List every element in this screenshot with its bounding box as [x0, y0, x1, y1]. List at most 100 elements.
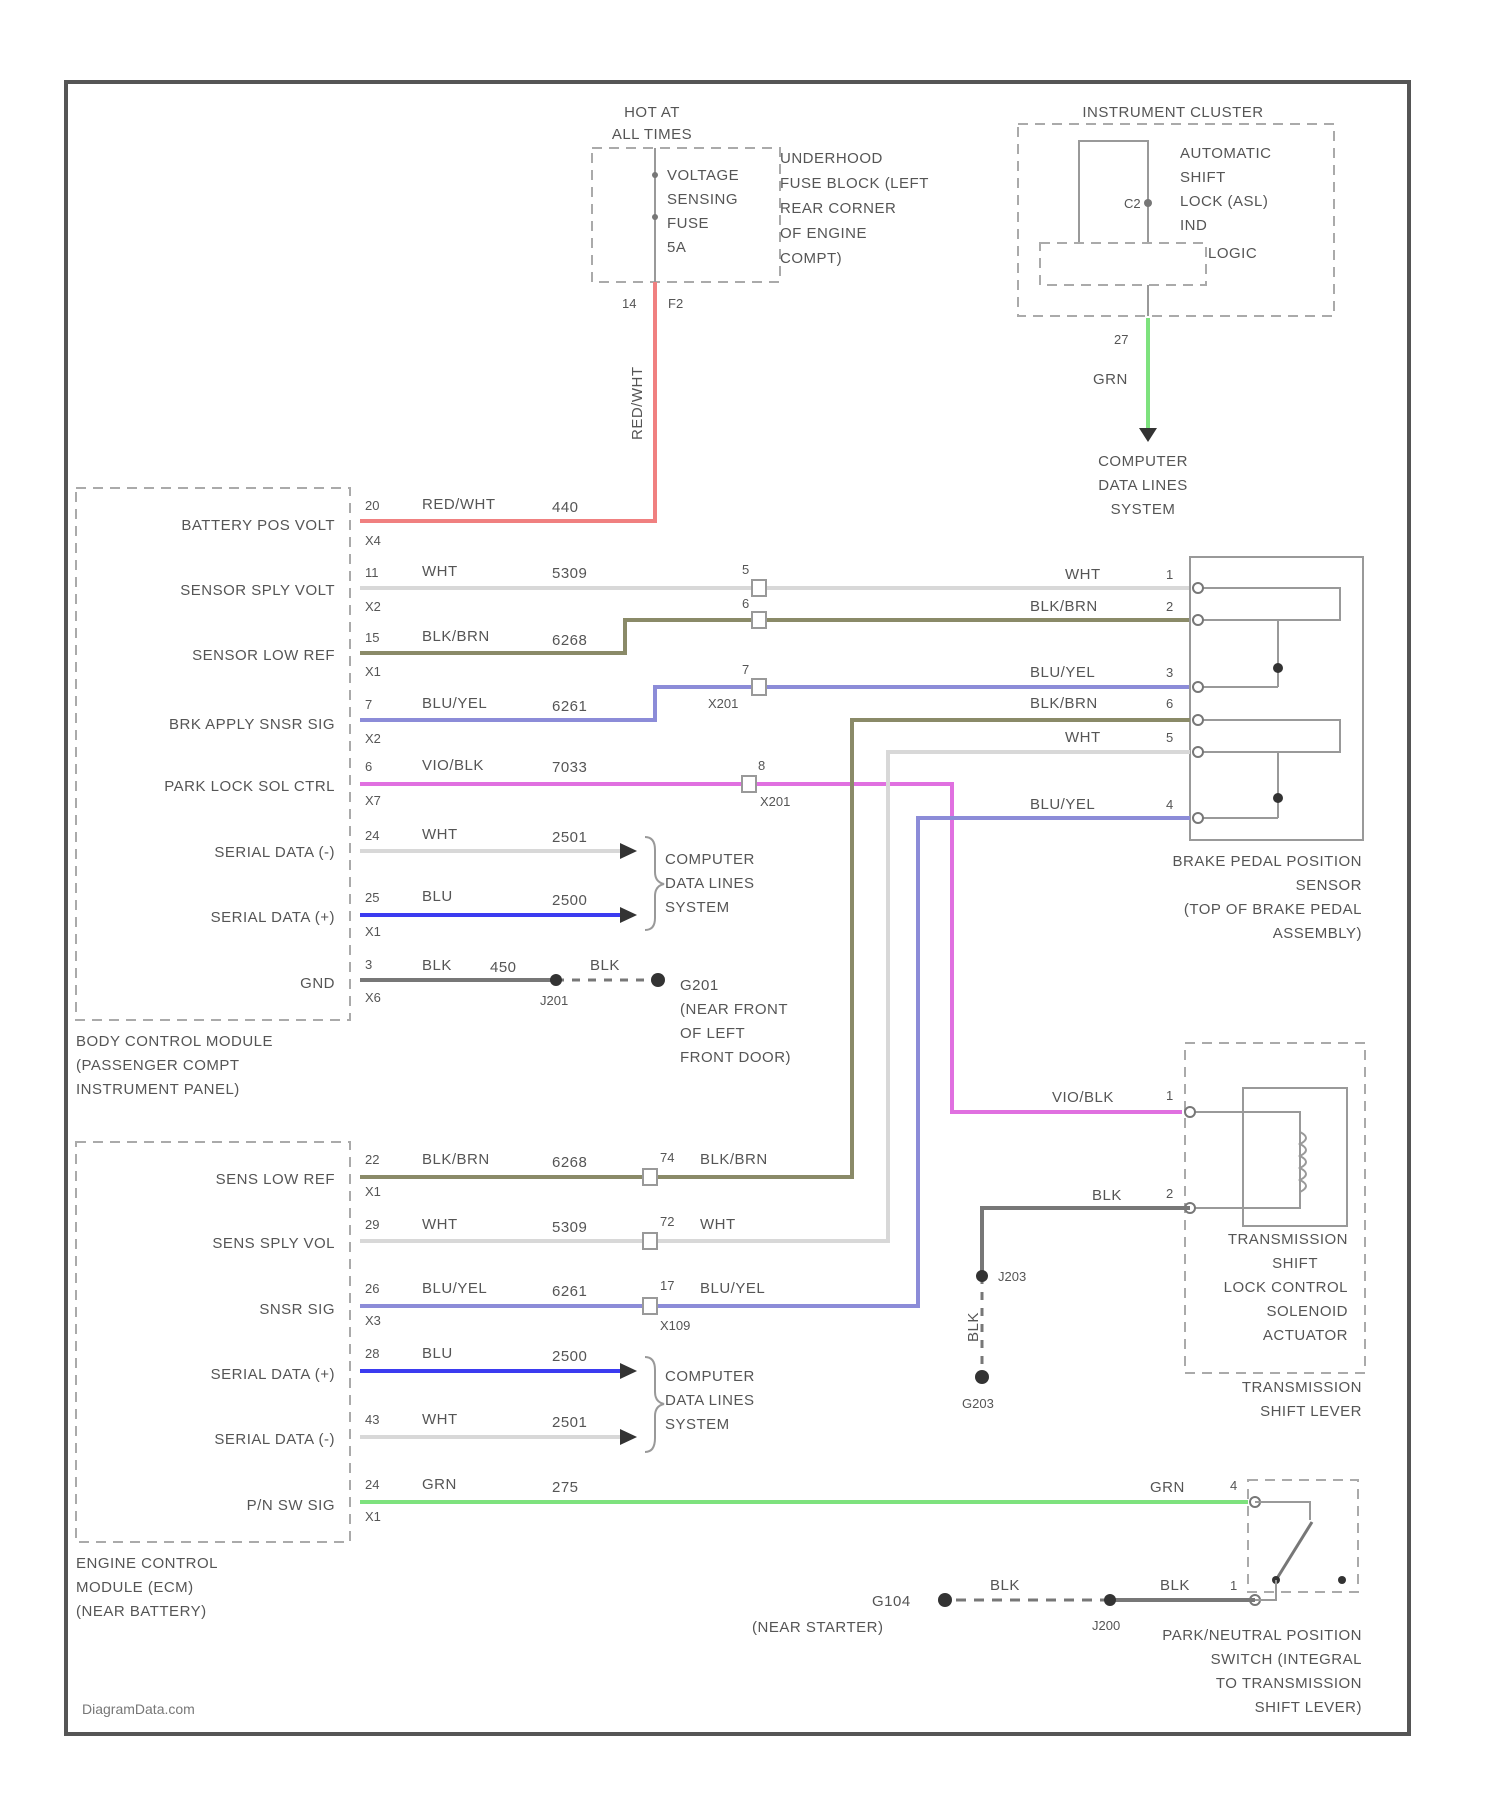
solenoid-name-5: ACTUATOR [1263, 1327, 1348, 1344]
sensor-wire-color: BLK/BRN [1030, 695, 1098, 712]
brake-sensor-name-1: BRAKE PEDAL POSITION [1173, 853, 1363, 870]
solenoid-pin2: 2 [1166, 1186, 1173, 1201]
cluster-led-4: IND [1180, 217, 1207, 234]
wire-blk-solenoid [982, 1208, 1190, 1276]
fuse-name-3: FUSE [667, 215, 709, 232]
fuse-pin-a: 14 [622, 296, 636, 311]
lever-name-2: SHIFT LEVER [1260, 1403, 1362, 1420]
fuse-name-2: SENSING [667, 191, 738, 208]
bcm-ground-loc-3: FRONT DOOR) [680, 1049, 791, 1066]
park-neutral-switch: GRN 4 BLK 1 PARK/NEUTRAL POSITION SWITCH… [1150, 1478, 1362, 1716]
bcm-conn: X2 [365, 599, 381, 614]
fuse-rating: 5A [667, 239, 686, 256]
bcm-pin: 20 [365, 498, 379, 513]
cluster-led-pin: C2 [1124, 196, 1141, 211]
sensor-pin-number: 2 [1166, 599, 1173, 614]
inline-pin: 6 [742, 596, 749, 611]
pn-pin-b: 1 [1230, 1578, 1237, 1593]
bcm-ground: G201 [680, 977, 719, 994]
solenoid-coil-leads [1190, 1112, 1300, 1208]
sensor-pin [1193, 813, 1203, 823]
bcm-wire-color: WHT [422, 563, 458, 580]
pn-name-4: SHIFT LEVER) [1255, 1699, 1362, 1716]
ground-icon [651, 973, 665, 987]
ecm-outline [76, 1142, 350, 1542]
cluster-led-1: AUTOMATIC [1180, 145, 1271, 162]
ecm-pin: 29 [365, 1217, 379, 1232]
bcm-conn: X4 [365, 533, 381, 548]
sensor-pin-number: 3 [1166, 665, 1173, 680]
bcm-circuit: 2500 [552, 892, 587, 909]
fuse-location-5: COMPT) [780, 250, 842, 267]
pn-pin-b-wire: BLK [1160, 1577, 1190, 1594]
solenoid-name-3: LOCK CONTROL [1224, 1279, 1348, 1296]
inline-pin: 72 [660, 1214, 674, 1229]
ecm-out-wire: BLK/BRN [700, 1151, 768, 1168]
connector-pin [643, 1169, 657, 1185]
ecm-pins: 22 X1 BLK/BRN 6268 BLK/BRN 29 WHT 5309 W… [365, 1151, 768, 1524]
bcm-wire-color: RED/WHT [422, 496, 496, 513]
sensor-wire-color: WHT [1065, 566, 1101, 583]
fuse-location-1: UNDERHOOD [780, 150, 883, 167]
bcm-wire-color: WHT [422, 826, 458, 843]
fuse-block: HOT AT ALL TIMES VOLTAGE SENSING FUSE 5A… [592, 104, 929, 311]
sensor-node [1273, 793, 1283, 803]
cluster-target-3: SYSTEM [1111, 501, 1176, 518]
led-icon [1144, 199, 1152, 207]
bcm-circuit: 7033 [552, 759, 587, 776]
sensor-wire-color: BLU/YEL [1030, 796, 1095, 813]
connector-pin [643, 1298, 657, 1314]
ecm-row-label: SENS SPLY VOL [212, 1235, 335, 1252]
bcm-circuit: 440 [552, 499, 579, 516]
arrow-icon [620, 1363, 637, 1379]
cluster-logic: LOGIC [1208, 245, 1257, 262]
pn-ground-note: (NEAR STARTER) [752, 1619, 883, 1636]
sensor-pin [1193, 747, 1203, 757]
ground-icon [975, 1370, 989, 1384]
brace-icon [645, 837, 664, 930]
bcm-conn: X1 [365, 664, 381, 679]
cluster-pin-out: 27 [1114, 332, 1128, 347]
solenoid-name-4: SOLENOID [1266, 1303, 1348, 1320]
sensor-pin-number: 1 [1166, 567, 1173, 582]
ecm-pin: 43 [365, 1412, 379, 1427]
fuse-location-4: OF ENGINE [780, 225, 867, 242]
inline-pin: 5 [742, 562, 749, 577]
ecm-row-label: SERIAL DATA (-) [214, 1431, 335, 1448]
connector-pin [752, 580, 766, 596]
pn-ground: G104 [872, 1593, 911, 1610]
bcm-circuit: 450 [490, 959, 517, 976]
cluster-wire-label: GRN [1093, 371, 1128, 388]
inline-conn-label: X109 [660, 1318, 690, 1333]
bcm-name-1: BODY CONTROL MODULE [76, 1033, 273, 1050]
solenoid-name-2: SHIFT [1272, 1255, 1318, 1272]
sensor-element-a [1200, 588, 1340, 620]
fuse-name-1: VOLTAGE [667, 167, 739, 184]
bcm-pin: 25 [365, 890, 379, 905]
bcm-conn: X1 [365, 924, 381, 939]
arrow-icon [1139, 428, 1157, 442]
ecm-conn: X3 [365, 1313, 381, 1328]
splice-node [1104, 1594, 1116, 1606]
bcm-row-label: GND [300, 975, 335, 992]
cluster-target-2: DATA LINES [1098, 477, 1187, 494]
connector-pin [742, 776, 756, 792]
bcm-circuit: 2501 [552, 829, 587, 846]
sensor-pin [1193, 615, 1203, 625]
fuse-node [652, 214, 658, 220]
switch-contact [1338, 1576, 1346, 1584]
brake-sensor-name-4: ASSEMBLY) [1273, 925, 1362, 942]
fuse-wire-label: RED/WHT [629, 367, 646, 441]
bcm-row-label: SERIAL DATA (+) [211, 909, 335, 926]
brake-sensor-name-3: (TOP OF BRAKE PEDAL [1184, 901, 1362, 918]
ecm-circuit: 5309 [552, 1219, 587, 1236]
sensor-pin-number: 6 [1166, 696, 1173, 711]
ecm-circuit: 275 [552, 1479, 579, 1496]
ecm-name-3: (NEAR BATTERY) [76, 1603, 207, 1620]
ecm-pin: 22 [365, 1152, 379, 1167]
fuse-location-3: REAR CORNER [780, 200, 896, 217]
bcm-conn: X7 [365, 793, 381, 808]
ecm-out-wire: WHT [700, 1216, 736, 1233]
fuse-location-2: FUSE BLOCK (LEFT [780, 175, 929, 192]
brace-icon [645, 1357, 664, 1452]
